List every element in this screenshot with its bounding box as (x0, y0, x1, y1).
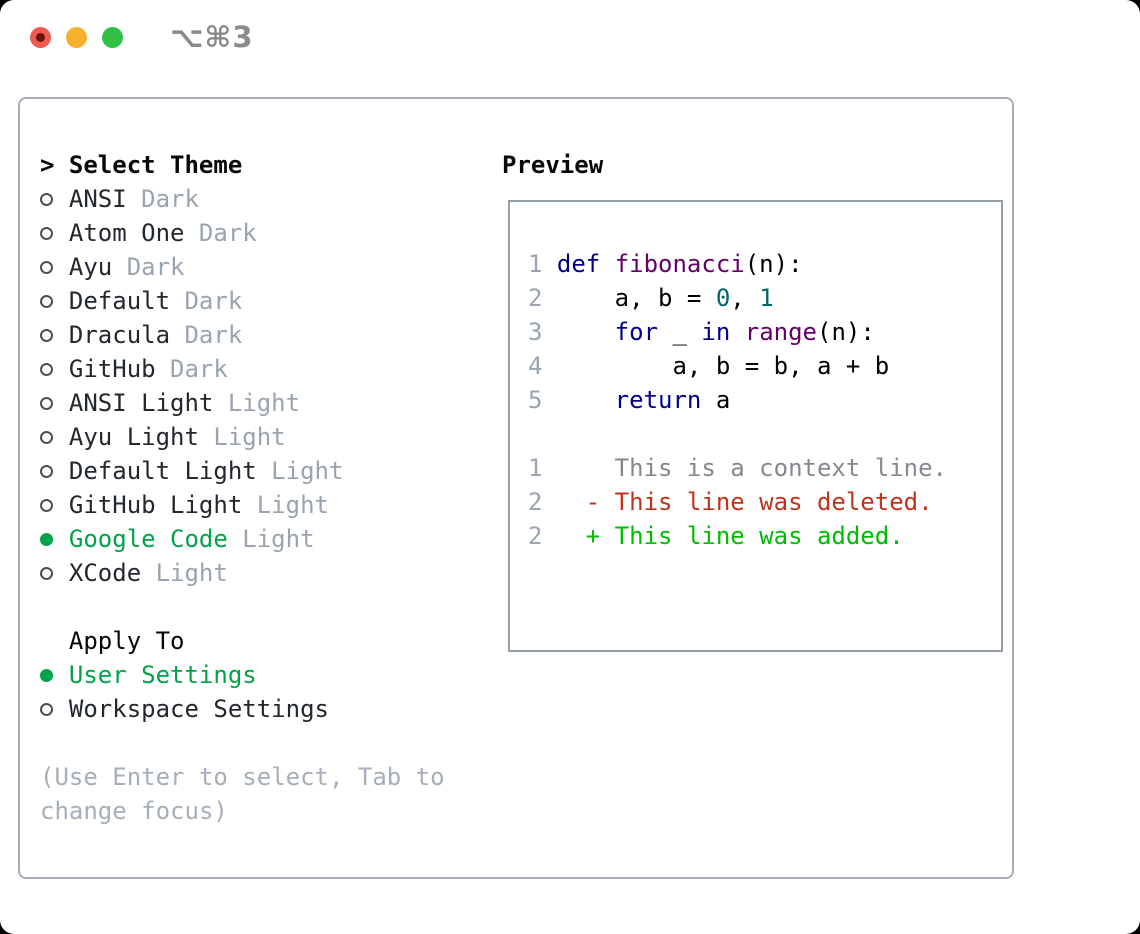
line-number: 1 (528, 250, 543, 278)
apply-option-user-settings[interactable]: User Settings (40, 658, 500, 692)
select-theme-header: > Select Theme (40, 148, 500, 182)
close-dot-icon (36, 32, 45, 42)
radio-icon (40, 328, 53, 342)
radio-icon (40, 566, 53, 580)
radio-icon (40, 226, 53, 240)
code-line: 3 for _ in range(n): (528, 315, 1001, 349)
radio-icon (40, 192, 53, 206)
radio-icon (40, 362, 53, 376)
line-number: 2 (528, 522, 543, 550)
titlebar: ⌥⌘3 (0, 0, 1140, 74)
code-line: 2 a, b = 0, 1 (528, 281, 1001, 315)
window-title: ⌥⌘3 (170, 20, 254, 54)
minimize-button[interactable] (66, 26, 87, 48)
radio-icon (40, 430, 53, 444)
zoom-button[interactable] (102, 26, 123, 48)
code-line: 4 a, b = b, a + b (528, 349, 1001, 383)
prompt-caret-icon: > (40, 151, 55, 179)
line-number: 3 (528, 318, 543, 346)
preview-title: Preview (502, 151, 604, 179)
spacer (40, 590, 500, 624)
close-button[interactable] (30, 26, 51, 48)
radio-icon (40, 260, 53, 274)
radio-icon (40, 396, 53, 410)
diff-line-deleted: 2 - This line was deleted. (528, 485, 1001, 519)
spacer (528, 417, 1001, 451)
line-number: 2 (528, 284, 543, 312)
line-number: 4 (528, 352, 543, 380)
diff-line-added: 2 + This line was added. (528, 519, 1001, 553)
diff-line-context: 1 This is a context line. (528, 451, 1001, 485)
apply-option-workspace-settings[interactable]: Workspace Settings (40, 692, 500, 726)
line-number: 1 (528, 454, 543, 482)
code-line: 5 return a (528, 383, 1001, 417)
radio-selected-icon (40, 668, 53, 682)
radio-icon (40, 498, 53, 512)
radio-icon (40, 464, 53, 478)
apply-to-header: Apply To (68, 627, 185, 655)
select-theme-title: Select Theme (68, 151, 243, 179)
line-number: 5 (528, 386, 543, 414)
line-number: 2 (528, 488, 543, 516)
radio-icon (40, 702, 53, 716)
help-text: (Use Enter to select, Tab to change focu… (40, 763, 445, 825)
radio-icon (40, 294, 53, 308)
radio-selected-icon (40, 532, 53, 546)
